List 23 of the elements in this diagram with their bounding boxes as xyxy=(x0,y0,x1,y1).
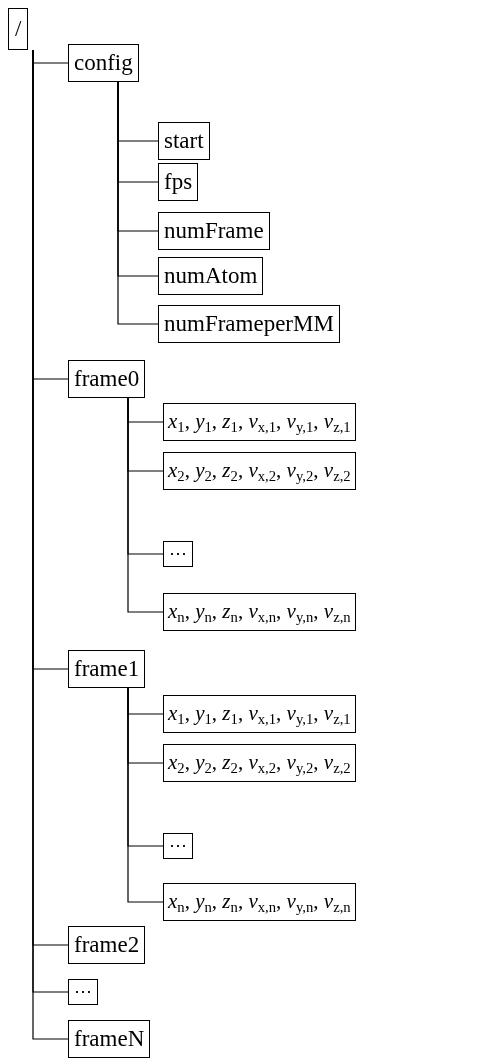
tree-node-box: frameN xyxy=(68,1020,151,1058)
tree-node-box: ⋯ xyxy=(68,979,98,1005)
tree-node-box: numAtom xyxy=(158,257,264,295)
tree-node-box: x$_{2}$, y$_{2}$, z$_{2}$, v$_{x,2}$, v$_{y,2}$, v$_{z,2}$ xyxy=(163,452,356,490)
tree-node-box: start xyxy=(158,122,210,160)
tree-node-box: x$_{1}$, y$_{1}$, z$_{1}$, v$_{x,1}$, v$_{y,1}$, v$_{z,1}$ xyxy=(163,695,356,733)
tree-node-box: x$_{n}$, y$_{n}$, z$_{n}$, v$_{x,n}$, v$_{y,n}$, v$_{z,n}$ xyxy=(163,883,356,921)
tree-node-box: frame2 xyxy=(68,926,146,964)
tree-connector xyxy=(127,397,164,613)
tree-connector xyxy=(117,81,159,325)
tree-node-box: numFrameperMM xyxy=(158,305,340,343)
tree-node-box: ⋯ xyxy=(163,833,193,859)
tree-node-box: x$_{2}$, y$_{2}$, z$_{2}$, v$_{x,2}$, v$_{y,2}$, v$_{z,2}$ xyxy=(163,744,356,782)
tree-node-box: ⋯ xyxy=(163,541,193,567)
tree-node-box: x$_{1}$, y$_{1}$, z$_{1}$, v$_{x,1}$, v$_{y,1}$, v$_{z,1}$ xyxy=(163,403,356,441)
tree-node-box: / xyxy=(8,8,29,50)
tree-node-box: frame1 xyxy=(68,650,146,688)
tree-connector xyxy=(127,687,164,903)
tree-node-box: frame0 xyxy=(68,360,146,398)
tree-node-box: x$_{n}$, y$_{n}$, z$_{n}$, v$_{x,n}$, v$_{y,n}$, v$_{z,n}$ xyxy=(163,593,356,631)
tree-node-box: fps xyxy=(158,163,199,201)
tree-node-box: config xyxy=(68,44,139,82)
tree-node-box: numFrame xyxy=(158,212,270,250)
